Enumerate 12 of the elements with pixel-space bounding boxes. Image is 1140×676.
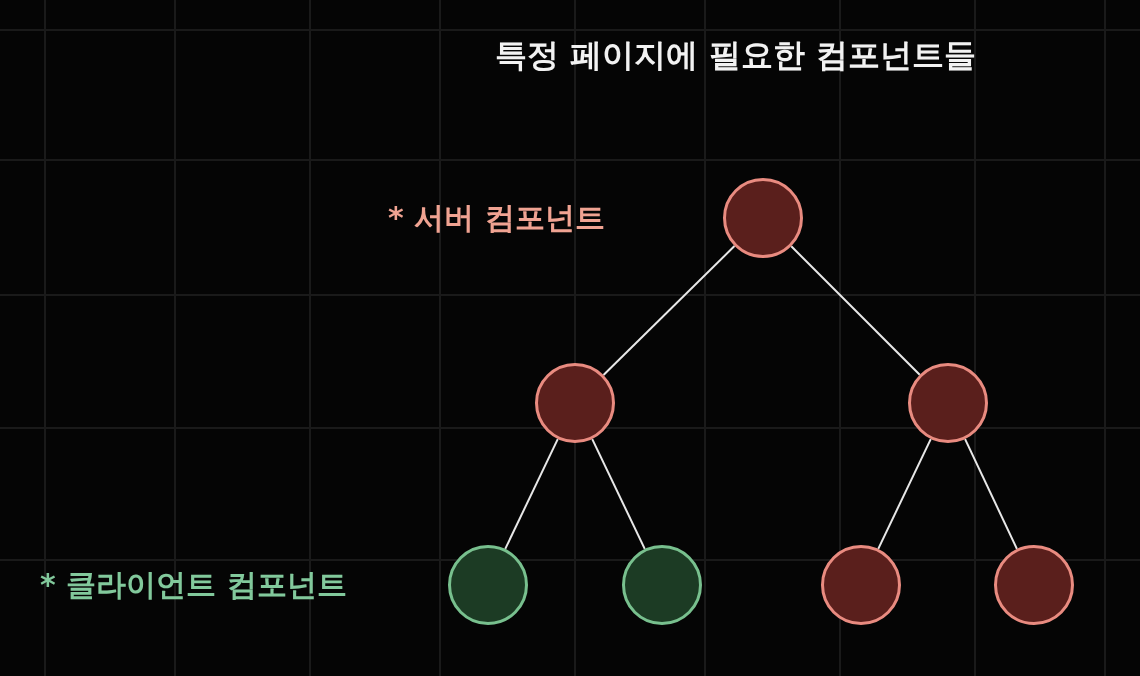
connector-line (504, 438, 559, 550)
server-component-label: * 서버 컴포넌트 (388, 199, 605, 237)
server-component-circle (535, 363, 615, 443)
server-component-circle (723, 178, 803, 258)
connector-line (602, 245, 736, 376)
server-component-circle (908, 363, 988, 443)
connector-line (964, 438, 1018, 550)
diagram-title: 특정 페이지에 필요한 컴포넌트들 (495, 35, 977, 76)
connector-line (790, 245, 921, 376)
connector-line (591, 438, 646, 550)
client-component-label: * 클라이언트 컴포넌트 (40, 566, 347, 604)
connector-line (877, 438, 932, 550)
